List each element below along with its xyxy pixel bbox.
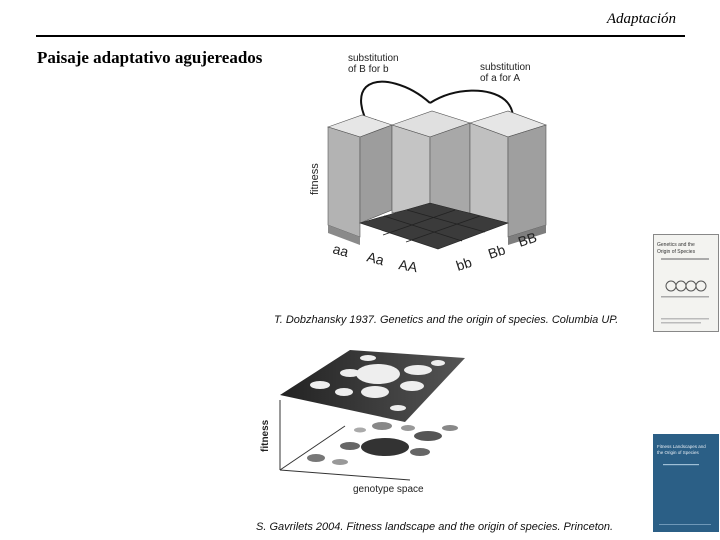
blob-3	[414, 431, 442, 441]
floor-line-3	[382, 209, 456, 236]
x-axis	[279, 425, 346, 471]
blob-6	[410, 448, 430, 456]
fitness-axis-label: fitness	[309, 163, 321, 195]
hole-9	[390, 405, 406, 411]
hole-8	[431, 360, 445, 366]
blob-7	[332, 459, 348, 465]
wall-left	[327, 126, 361, 238]
hole-10	[360, 355, 376, 361]
genotype-label-bb: bb	[454, 254, 474, 274]
hole-1	[356, 364, 400, 384]
book-cover-gavrilets: Fitness Landscapes and the Origin of Spe…	[653, 434, 719, 532]
wall-right-inner	[469, 122, 509, 224]
genotype-space-label: genotype space	[353, 484, 424, 495]
front-base-right	[508, 225, 546, 245]
genotype-label-Bb: Bb	[486, 241, 507, 262]
genotype-label-Aa: Aa	[365, 248, 386, 268]
book1-title-line1: Genetics and the	[657, 242, 695, 248]
book-cover-dobzhansky: Genetics and the Origin of Species	[653, 234, 719, 332]
hole-4	[310, 381, 330, 389]
fitness-axis-label-2: fitness	[260, 419, 271, 452]
genotype-label-AA: AA	[397, 256, 419, 275]
blob-1	[361, 438, 409, 456]
x-axis-2	[279, 469, 411, 481]
caption-dobzhansky: T. Dobzhansky 1937. Genetics and the ori…	[274, 314, 619, 326]
blob-2	[340, 442, 360, 450]
caption-gavrilets: S. Gavrilets 2004. Fitness landscape and…	[256, 521, 614, 533]
book1-title-line2: Origin of Species	[657, 249, 696, 255]
annotation-right-line1: substitution	[480, 62, 531, 73]
floor-line-1	[383, 215, 463, 242]
blob-5	[372, 422, 392, 430]
annotation-left-line2: of B for b	[348, 64, 389, 75]
blob-9	[354, 427, 366, 433]
floor-hole	[358, 202, 510, 250]
floor-line-4	[405, 215, 481, 243]
hole-5	[361, 386, 389, 398]
annotation-right-line2: of a for A	[480, 73, 520, 84]
wall-back-right	[429, 122, 471, 214]
floor-line-2	[406, 209, 486, 233]
slide-title: Paisaje adaptativo agujereados	[37, 48, 263, 67]
hole-2	[340, 369, 360, 377]
wall-back-left	[391, 124, 431, 214]
section-header: Adaptación	[606, 11, 676, 27]
blob-8	[442, 425, 458, 431]
wall-right	[507, 124, 547, 238]
blob-4	[307, 454, 325, 462]
gavrilets-figure: fitness genotype space	[260, 350, 465, 495]
front-base-left	[328, 225, 360, 245]
blob-10	[401, 425, 415, 431]
dobzhansky-figure: substitution of B for b substitution of …	[309, 53, 547, 275]
book2-title-line2: the Origin of Species	[657, 450, 700, 455]
hole-6	[400, 381, 424, 391]
header-rule	[36, 35, 685, 37]
arrow-left	[360, 80, 431, 128]
hole-7	[335, 388, 353, 396]
genotype-label-BB: BB	[516, 229, 539, 250]
genotype-label-aa: aa	[331, 240, 350, 260]
book2-title-line1: Fitness Landscapes and	[657, 444, 706, 449]
hole-3	[404, 365, 432, 375]
annotation-left-line1: substitution	[348, 53, 399, 64]
wall-left-inner	[359, 124, 393, 224]
